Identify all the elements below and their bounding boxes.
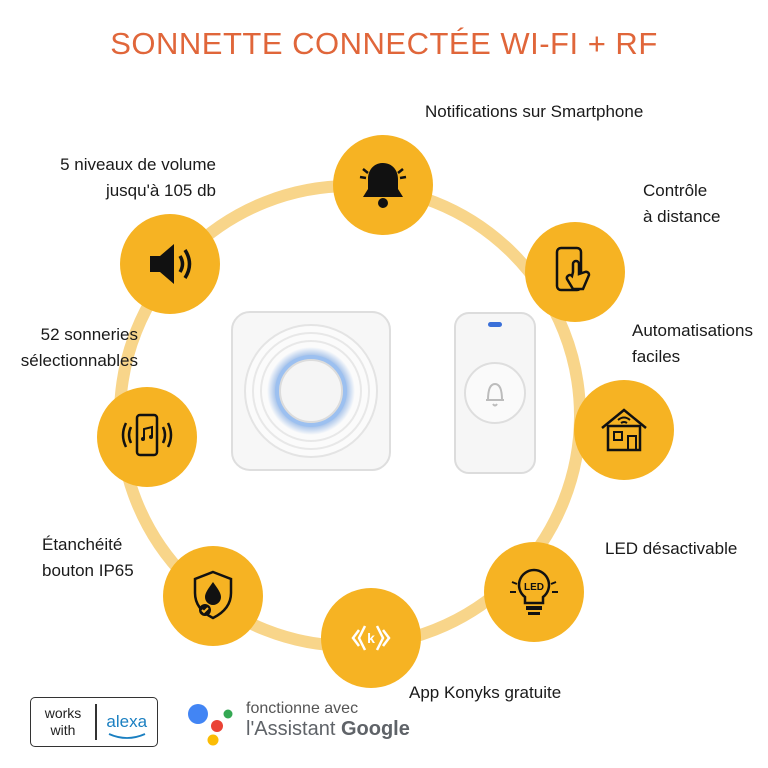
- page-title: SONNETTE CONNECTÉE WI-FI + RF: [110, 26, 658, 61]
- label-waterproof: Étanchéité bouton IP65: [42, 535, 134, 580]
- google-assistant-logo-icon: [188, 704, 233, 746]
- google-assistant-text: fonctionne avec l'Assistant Google: [246, 700, 410, 740]
- shield-drop-icon: [193, 570, 233, 620]
- alexa-wordmark: alexa: [97, 712, 158, 739]
- bell-icon: [359, 163, 407, 208]
- feature-app: k: [321, 588, 421, 688]
- label-ringtones: 52 sonneries sélectionnables: [20, 325, 138, 370]
- feature-ringtones: [97, 387, 197, 487]
- alexa-smile-icon: [108, 733, 145, 739]
- svg-text:LED: LED: [524, 582, 544, 593]
- speaker-icon: [150, 244, 192, 284]
- feature-remote-control: [525, 222, 625, 322]
- led-bulb-icon: LED: [510, 568, 558, 615]
- feature-waterproof: [163, 546, 263, 646]
- alexa-divider: [95, 704, 97, 740]
- app-logo-icon: k: [351, 625, 391, 651]
- label-remote-control: Contrôle à distance: [643, 181, 721, 226]
- label-app: App Konyks gratuite: [409, 683, 562, 702]
- svg-text:k: k: [367, 630, 375, 646]
- doorbell-push-button: [454, 312, 536, 474]
- label-automation: Automatisations faciles: [632, 321, 753, 366]
- alexa-works-with: works with: [44, 705, 82, 738]
- feature-volume: [120, 214, 220, 314]
- label-led: LED désactivable: [605, 539, 738, 558]
- label-volume: 5 niveaux de volume jusqu'à 105 db: [60, 155, 216, 200]
- feature-led: LED: [484, 542, 584, 642]
- label-notifications: Notifications sur Smartphone: [425, 102, 644, 121]
- feature-automation: [574, 380, 674, 480]
- doorbell-receiver: [231, 311, 391, 471]
- phone-touch-icon: [555, 246, 591, 292]
- smart-home-icon: [601, 408, 647, 452]
- phone-music-icon: [121, 413, 173, 457]
- feature-bell: [333, 135, 433, 235]
- works-with-alexa-badge: works with alexa: [30, 697, 158, 747]
